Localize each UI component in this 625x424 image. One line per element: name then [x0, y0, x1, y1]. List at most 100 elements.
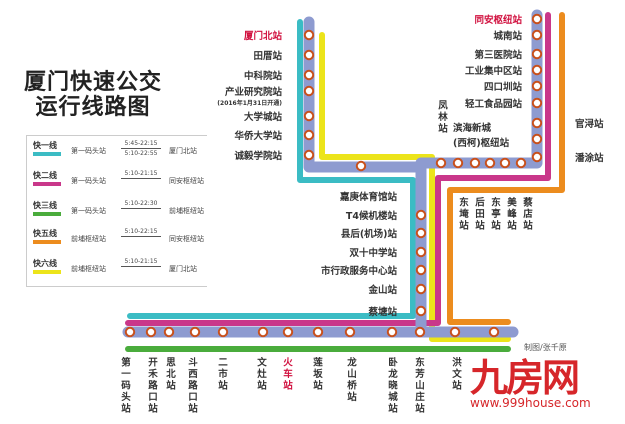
legend-to: 同安枢纽站	[169, 235, 204, 243]
station-marker[interactable]	[303, 69, 315, 81]
station-label: 东亭站	[489, 197, 500, 232]
station-label: 同安枢纽站	[474, 14, 522, 26]
legend-row: 快三线 第一码头站 5:10-22:30 前埔枢纽站	[31, 200, 206, 226]
station-label: 市行政服务中心站	[321, 265, 398, 277]
line-5-route	[447, 12, 565, 325]
station-marker[interactable]	[449, 326, 461, 338]
station-marker[interactable]	[415, 209, 427, 221]
legend-time: 5:10-21:15	[121, 258, 161, 268]
station-marker[interactable]	[257, 326, 269, 338]
station-label: 双十中学站	[348, 247, 397, 259]
station-marker[interactable]	[303, 110, 315, 122]
legend-to: 同安枢纽站	[169, 177, 204, 185]
station-marker[interactable]	[355, 160, 367, 172]
station-marker[interactable]	[303, 49, 315, 61]
station-label: 斗西路口站	[186, 357, 197, 415]
station-label: 第三医院站	[474, 49, 522, 61]
station-marker[interactable]	[499, 157, 511, 169]
legend-line-name: 快二线	[33, 171, 57, 180]
station-marker[interactable]	[452, 157, 464, 169]
station-label: 凤林站	[436, 100, 447, 135]
station-marker[interactable]	[531, 133, 543, 145]
station-label: 县后(机场)站	[341, 228, 398, 240]
station-label: 美峰站	[505, 197, 516, 232]
station-label: 官浔站	[575, 118, 604, 130]
station-marker[interactable]	[531, 151, 543, 163]
station-label: 后田站	[473, 197, 484, 232]
station-marker[interactable]	[303, 149, 315, 161]
station-label: 文灶站	[255, 357, 266, 392]
legend-color-bar	[33, 212, 61, 216]
line-2-route	[125, 12, 551, 326]
station-marker[interactable]	[484, 157, 496, 169]
watermark-logo: 九房网 www.999house.com	[470, 358, 591, 410]
station-marker[interactable]	[469, 157, 481, 169]
station-label: 轻工食品园站	[465, 98, 523, 110]
station-marker[interactable]	[531, 13, 543, 25]
station-marker[interactable]	[531, 48, 543, 60]
station-label: 莲坂站	[311, 357, 322, 392]
station-marker[interactable]	[303, 29, 315, 41]
station-marker[interactable]	[415, 283, 427, 295]
station-label: 滨海新城	[453, 122, 492, 134]
station-marker[interactable]	[531, 97, 543, 109]
station-marker[interactable]	[163, 326, 175, 338]
station-label: 洪文站	[450, 357, 461, 392]
station-marker[interactable]	[415, 264, 427, 276]
map-title: 厦门快速公交 运行线路图	[24, 70, 162, 120]
station-marker[interactable]	[145, 326, 157, 338]
station-marker[interactable]	[386, 326, 398, 338]
station-label: 龙山桥站	[345, 357, 356, 403]
legend-color-bar	[33, 240, 61, 244]
legend-time: 5:10-22:15	[121, 228, 161, 238]
station-marker[interactable]	[312, 326, 324, 338]
station-label: 东芳山庄站	[413, 357, 424, 415]
legend-to: 前埔枢纽站	[169, 207, 204, 215]
station-marker[interactable]	[415, 305, 427, 317]
station-label: 金山站	[367, 284, 397, 296]
credit: 制图/张千原	[524, 343, 567, 352]
station-label: 四口圳站	[484, 81, 523, 93]
station-label: 东埯站	[457, 197, 468, 232]
station-marker[interactable]	[435, 157, 447, 169]
legend-line-name: 快六线	[33, 259, 57, 268]
legend-to: 厦门北站	[169, 147, 197, 155]
legend-time: 5:10-21:15	[121, 170, 161, 180]
station-marker[interactable]	[415, 227, 427, 239]
station-label: 厦门北站	[244, 30, 283, 42]
station-label: (西柯)枢纽站	[453, 137, 510, 149]
station-marker[interactable]	[531, 64, 543, 76]
station-label: 工业集中区站	[465, 65, 523, 77]
station-marker[interactable]	[217, 326, 229, 338]
station-marker[interactable]	[414, 326, 426, 338]
station-marker[interactable]	[515, 157, 527, 169]
station-marker[interactable]	[303, 129, 315, 141]
station-marker[interactable]	[488, 326, 500, 338]
watermark-url: www.999house.com	[470, 396, 591, 410]
station-marker[interactable]	[303, 85, 315, 97]
legend-row: 快二线 第一码头站 5:10-21:15 同安枢纽站	[31, 170, 206, 196]
title-line-2: 运行线路图	[35, 95, 151, 120]
station-marker[interactable]	[344, 326, 356, 338]
station-marker[interactable]	[124, 326, 136, 338]
legend-color-bar	[33, 152, 61, 156]
station-marker[interactable]	[282, 326, 294, 338]
legend-line-name: 快五线	[33, 229, 57, 238]
opening-note: (2016年1月31日开通)	[217, 99, 282, 107]
station-marker[interactable]	[415, 246, 427, 258]
station-marker[interactable]	[531, 80, 543, 92]
legend-row: 快五线 前埔枢纽站 5:10-22:15 同安枢纽站	[31, 228, 206, 254]
station-marker[interactable]	[189, 326, 201, 338]
station-label: 华侨大学站	[234, 130, 282, 142]
station-label: 嘉庚体育馆站	[339, 191, 398, 203]
station-label: 中科院站	[244, 70, 283, 82]
legend-from: 第一码头站	[71, 147, 106, 155]
legend-line-name: 快一线	[33, 141, 57, 150]
station-label: 第一码头站	[119, 357, 130, 415]
station-label: 思北站	[164, 357, 175, 392]
station-label: 田厝站	[253, 50, 282, 62]
station-marker[interactable]	[531, 117, 543, 129]
legend-row: 快六线 前埔枢纽站 5:10-21:15 厦门北站	[31, 258, 206, 284]
station-marker[interactable]	[531, 29, 543, 41]
